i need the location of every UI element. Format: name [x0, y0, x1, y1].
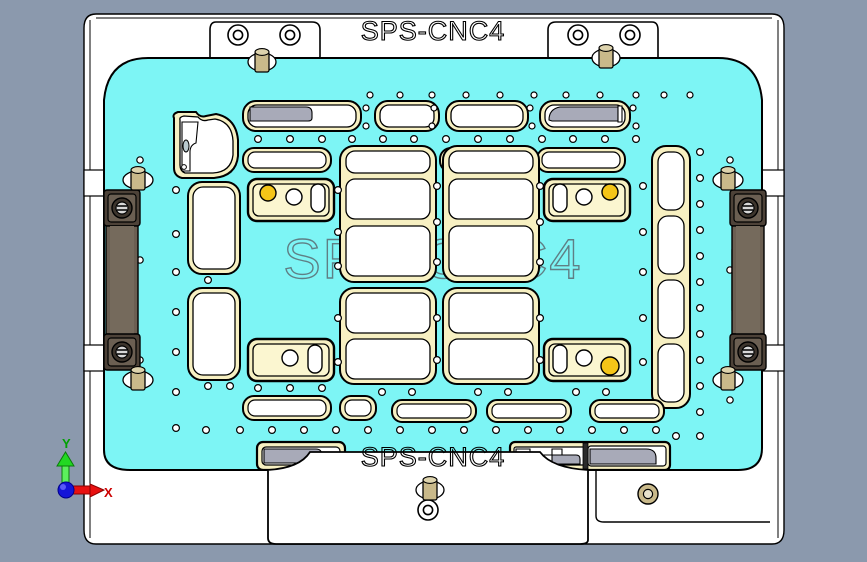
right-slot-column: [651, 145, 691, 409]
white-hole: [575, 188, 593, 206]
left-tall-pocket-lower: [187, 287, 241, 381]
left-clamp-bar[interactable]: [103, 189, 141, 371]
right-clamp-bottom-fastener: [712, 366, 744, 391]
left-clamp-bottom-fastener: [122, 366, 154, 391]
origin-sphere: [57, 481, 75, 499]
gold-hole: [601, 183, 619, 201]
gold-hole: [259, 184, 277, 202]
top-slot-2: [374, 100, 440, 132]
center-pocket-column-left-lower: [339, 287, 437, 385]
top-left-tab-fastener: [247, 48, 277, 73]
bottom-right-tab-hole: [595, 470, 770, 523]
top-slot-1: [242, 100, 362, 132]
top-slot-3: [445, 100, 529, 132]
slot-hole: [307, 344, 323, 374]
pocket-lower-right: [542, 337, 632, 383]
right-clamp-top-fastener: [712, 166, 744, 191]
left-irregular-pocket: [172, 111, 239, 179]
center-pocket-column-right-lower: [442, 287, 540, 385]
top-slot-4: [539, 100, 631, 132]
white-hole: [281, 349, 299, 367]
bottom-center-tab-fastener: [415, 476, 445, 501]
top-right-mount-tab: [547, 21, 659, 65]
pocket-lower-left: [246, 337, 336, 383]
pocket-upper-left: [246, 177, 336, 223]
right-clamp-bar[interactable]: [729, 189, 767, 371]
white-hole: [575, 349, 593, 367]
top-left-mount-tab: [209, 21, 321, 65]
white-hole: [285, 188, 303, 206]
top-right-tab-fastener: [591, 44, 621, 69]
coordinate-axis-triad: Y X: [56, 436, 113, 500]
y-axis-label: Y: [62, 436, 71, 451]
center-pocket-column-right: [442, 145, 540, 283]
title-bottom: SPS-CNC4: [361, 442, 506, 472]
gold-hole: [600, 356, 620, 376]
slot-hole: [552, 183, 568, 213]
drill-hole-pattern: [136, 91, 734, 441]
left-clamp-top-fastener: [122, 166, 154, 191]
slot-hole: [310, 183, 326, 213]
x-axis-label: X: [104, 485, 113, 500]
center-pocket-column-left: [339, 145, 437, 283]
pocket-upper-right: [542, 177, 632, 223]
title-top: SPS-CNC4: [361, 16, 506, 46]
bottom-row-slots: [242, 395, 665, 423]
slot-hole: [552, 344, 568, 374]
left-tall-pocket: [187, 181, 241, 275]
